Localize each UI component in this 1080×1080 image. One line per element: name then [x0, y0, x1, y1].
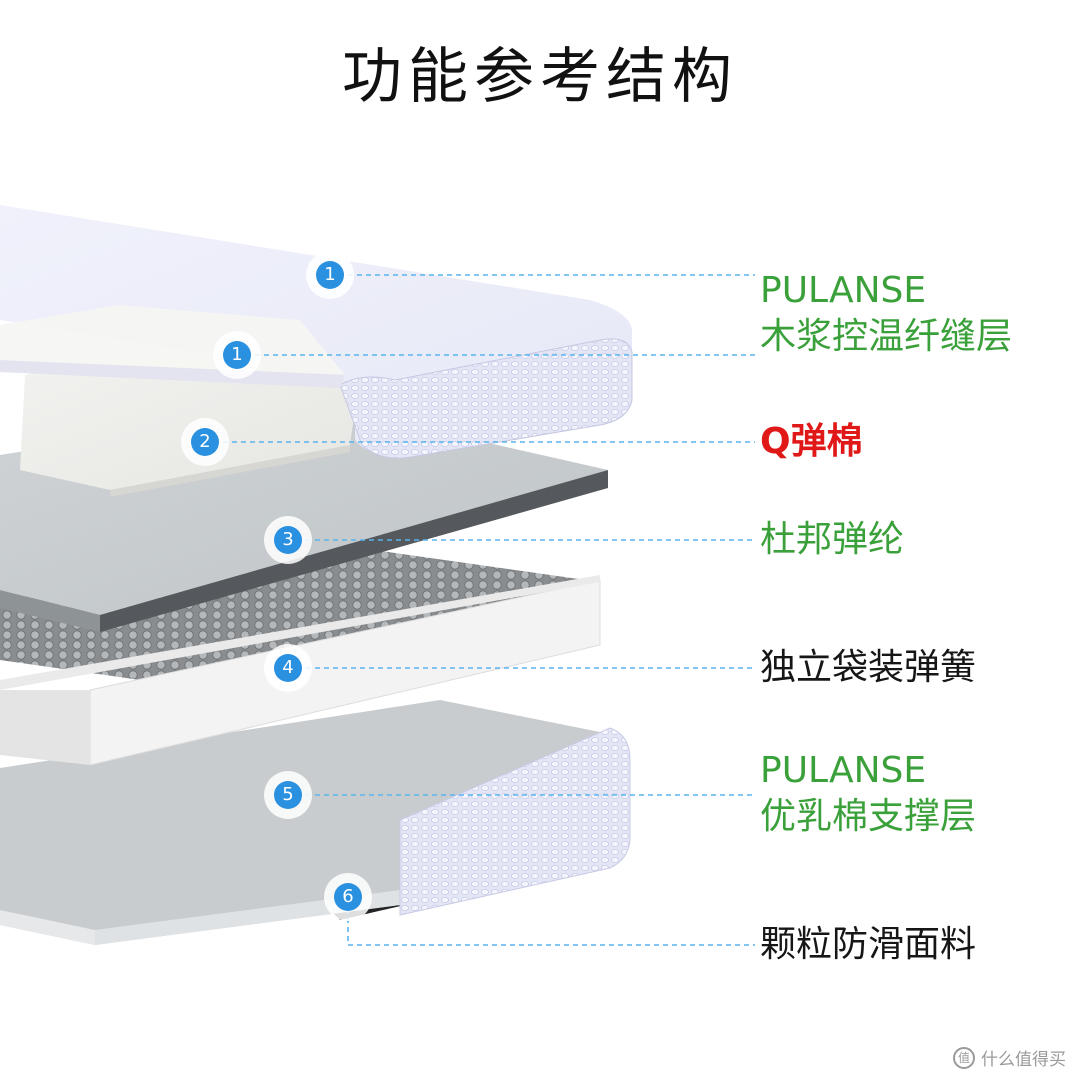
leader-line-6 [347, 900, 755, 946]
label-top-fabric-brand: PULANSE [760, 270, 927, 311]
layer-top-fabric [0, 205, 633, 459]
layer-q-cotton [20, 352, 360, 497]
marker-1a: 1 [316, 261, 344, 289]
watermark: 值 什么值得买 [953, 1045, 1066, 1070]
marker-5: 5 [274, 781, 302, 809]
label-anti-slip-base: 颗粒防滑面料 [760, 924, 977, 965]
label-dupont-fiber: 杜邦弹纶 [760, 519, 905, 560]
leader-lines [205, 274, 755, 946]
label-top-fabric-name: 木浆控温纤缝层 [760, 316, 1013, 357]
marker-2: 2 [191, 428, 219, 456]
layer-pocket-springs [0, 548, 601, 766]
label-pocket-springs: 独立袋装弹簧 [760, 647, 977, 688]
marker-4: 4 [274, 654, 302, 682]
page-title: 功能参考结构 [342, 42, 738, 112]
marker-6: 6 [334, 883, 362, 911]
marker-1b: 1 [223, 341, 251, 369]
watermark-logo-icon: 值 [953, 1046, 975, 1069]
marker-3: 3 [274, 526, 302, 554]
label-support-foam-brand: PULANSE [760, 750, 927, 791]
label-q-cotton: Q弹棉 [760, 421, 863, 462]
label-top-fabric: PULANSE 木浆控温纤缝层 [760, 268, 1012, 360]
watermark-text: 什么值得买 [981, 1050, 1066, 1070]
label-support-foam-name: 优乳棉支撑层 [760, 796, 977, 837]
label-support-foam: PULANSE 优乳棉支撑层 [760, 748, 976, 840]
layer-support-foam [0, 700, 631, 945]
